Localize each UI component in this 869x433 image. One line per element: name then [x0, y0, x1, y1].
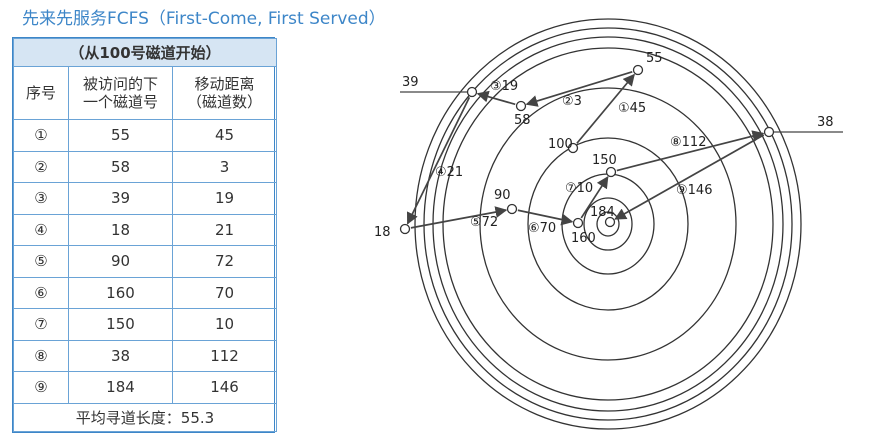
track-node [763, 126, 775, 138]
movement-arrow [614, 134, 765, 220]
header-track: 被访问的下 一个磁道号 [68, 66, 173, 120]
track-label: 90 [494, 188, 511, 203]
row-index: ⑧ [13, 339, 69, 372]
movement-arrow [525, 70, 633, 107]
track-ring [423, 27, 793, 421]
step-label: ②3 [562, 94, 582, 109]
track-ring [527, 137, 689, 311]
header-move-line-2: （磁道数） [187, 93, 263, 111]
step-label: ⑨146 [676, 183, 712, 198]
row-move: 21 [171, 213, 278, 246]
row-move: 146 [171, 371, 278, 404]
header-move-line-1: 移动距离 [194, 75, 255, 93]
track-label: 39 [402, 75, 419, 90]
track-node [605, 166, 617, 178]
step-label: ①45 [618, 101, 646, 116]
row-track: 38 [68, 339, 173, 372]
row-track: 160 [68, 276, 173, 309]
track-nodes [399, 64, 775, 235]
table-footer: 平均寻道长度：55.3 [12, 402, 278, 432]
track-label: 58 [514, 113, 531, 128]
track-label: 100 [548, 137, 573, 152]
track-ring [442, 47, 774, 401]
table-header-row: 序号 被访问的下 一个磁道号 移动距离 （磁道数） [13, 66, 278, 120]
track-node [572, 217, 584, 229]
track-node [567, 142, 579, 154]
track-ring [479, 87, 737, 361]
track-node [515, 100, 527, 112]
track-label: 55 [646, 51, 663, 66]
row-index: ⑨ [13, 371, 69, 404]
row-index: ③ [13, 182, 69, 215]
track-label: 38 [817, 115, 834, 130]
row-track: 184 [68, 371, 173, 404]
movement-arrow [616, 130, 765, 172]
movement-arrow [476, 90, 516, 106]
row-move: 19 [171, 182, 278, 215]
row-move: 45 [171, 119, 278, 152]
row-index: ④ [13, 213, 69, 246]
header-move: 移动距离 （磁道数） [171, 66, 278, 120]
track-node [466, 86, 478, 98]
track-label: 18 [374, 225, 391, 240]
step-label: ③19 [490, 79, 518, 94]
step-label: ⑧112 [670, 135, 706, 150]
track-node [604, 216, 616, 228]
step-label: ⑥70 [528, 221, 556, 236]
track-node [632, 64, 644, 76]
track-labels: 100 55 58 39 18 90 160 150 38 184 [374, 51, 834, 246]
header-index-line-1: 序号 [25, 84, 56, 102]
movement-arrow [576, 73, 635, 144]
track-label: 150 [592, 153, 617, 168]
movement-arrow [410, 206, 508, 229]
track-rings [414, 18, 802, 430]
movement-arrow [406, 97, 471, 225]
track-label: 184 [590, 205, 615, 220]
track-label: 160 [571, 231, 596, 246]
table-caption: （从100号磁道开始） [12, 38, 278, 67]
header-track-line-1: 被访问的下 [82, 75, 158, 93]
step-labels: ①45 ②3 ③19 ④21 ⑤72 ⑥70 ⑦10 ⑧112 ⑨146 [435, 79, 712, 236]
row-index: ① [13, 119, 69, 152]
track-node [399, 223, 411, 235]
track-ring [596, 211, 620, 237]
track-node [506, 203, 518, 215]
row-track: 18 [68, 213, 173, 246]
row-track: 55 [68, 119, 173, 152]
radial-lines [400, 91, 843, 133]
row-move: 72 [171, 245, 278, 278]
row-track: 58 [68, 150, 173, 183]
header-track-line-2: 一个磁道号 [82, 93, 158, 111]
movement-arrow [580, 176, 609, 219]
step-label: ④21 [435, 165, 463, 180]
step-label: ⑤72 [470, 215, 498, 230]
row-track: 150 [68, 308, 173, 341]
step-label: ⑦10 [565, 181, 593, 196]
page-title: 先来先服务FCFS（First-Come, First Served） [22, 9, 386, 29]
track-ring [583, 197, 633, 251]
movement-arrow [517, 209, 574, 226]
head-movements [406, 70, 765, 229]
